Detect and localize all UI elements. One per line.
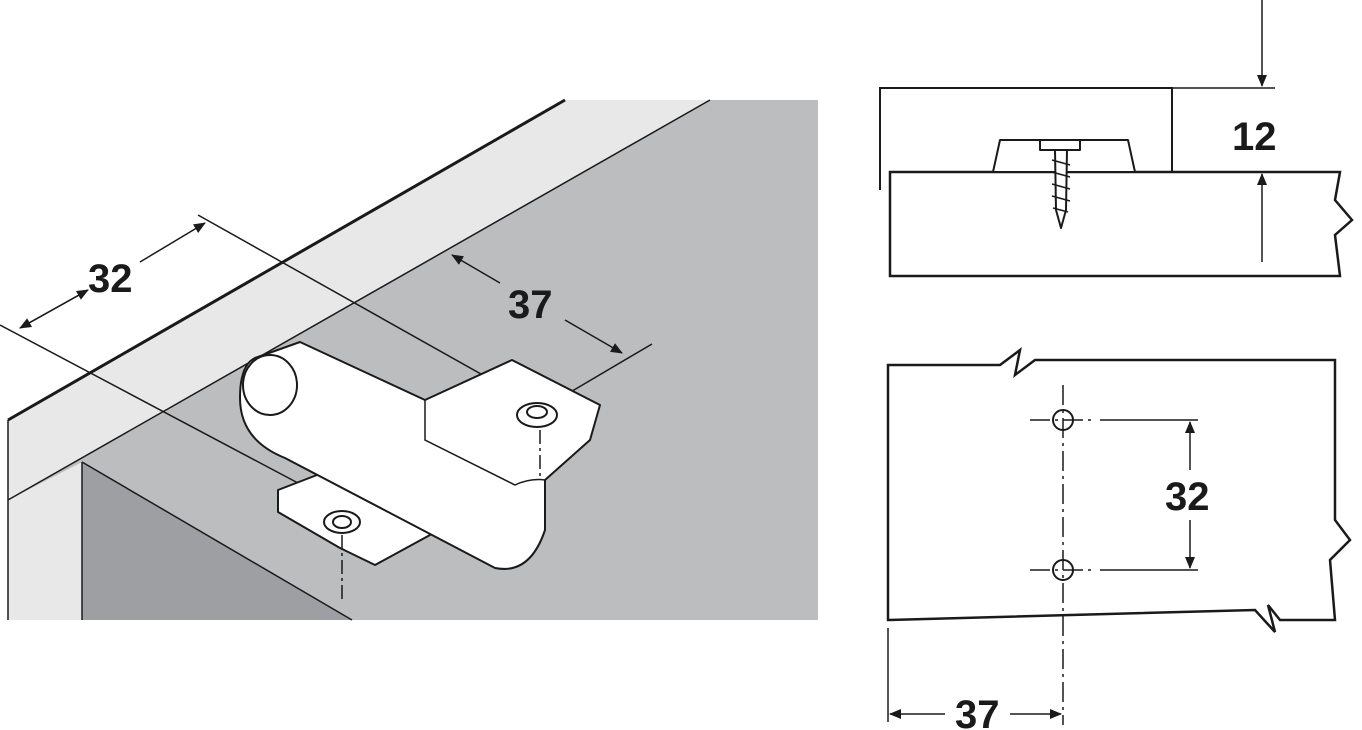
plan-view: 32 37 <box>886 347 1352 730</box>
side-view: 12 <box>879 0 1354 278</box>
perspective-dim-32: 32 <box>88 257 133 301</box>
perspective-view: 32 37 <box>0 98 818 621</box>
side-dim-12: 12 <box>1232 115 1277 159</box>
plan-dim-37: 37 <box>955 693 1000 730</box>
push-latch-part <box>239 341 601 600</box>
cabinet-side-panel <box>8 100 818 620</box>
perspective-dim-37: 37 <box>508 283 553 327</box>
plan-dim-32: 32 <box>1165 475 1210 519</box>
left-panel-face <box>8 462 82 620</box>
